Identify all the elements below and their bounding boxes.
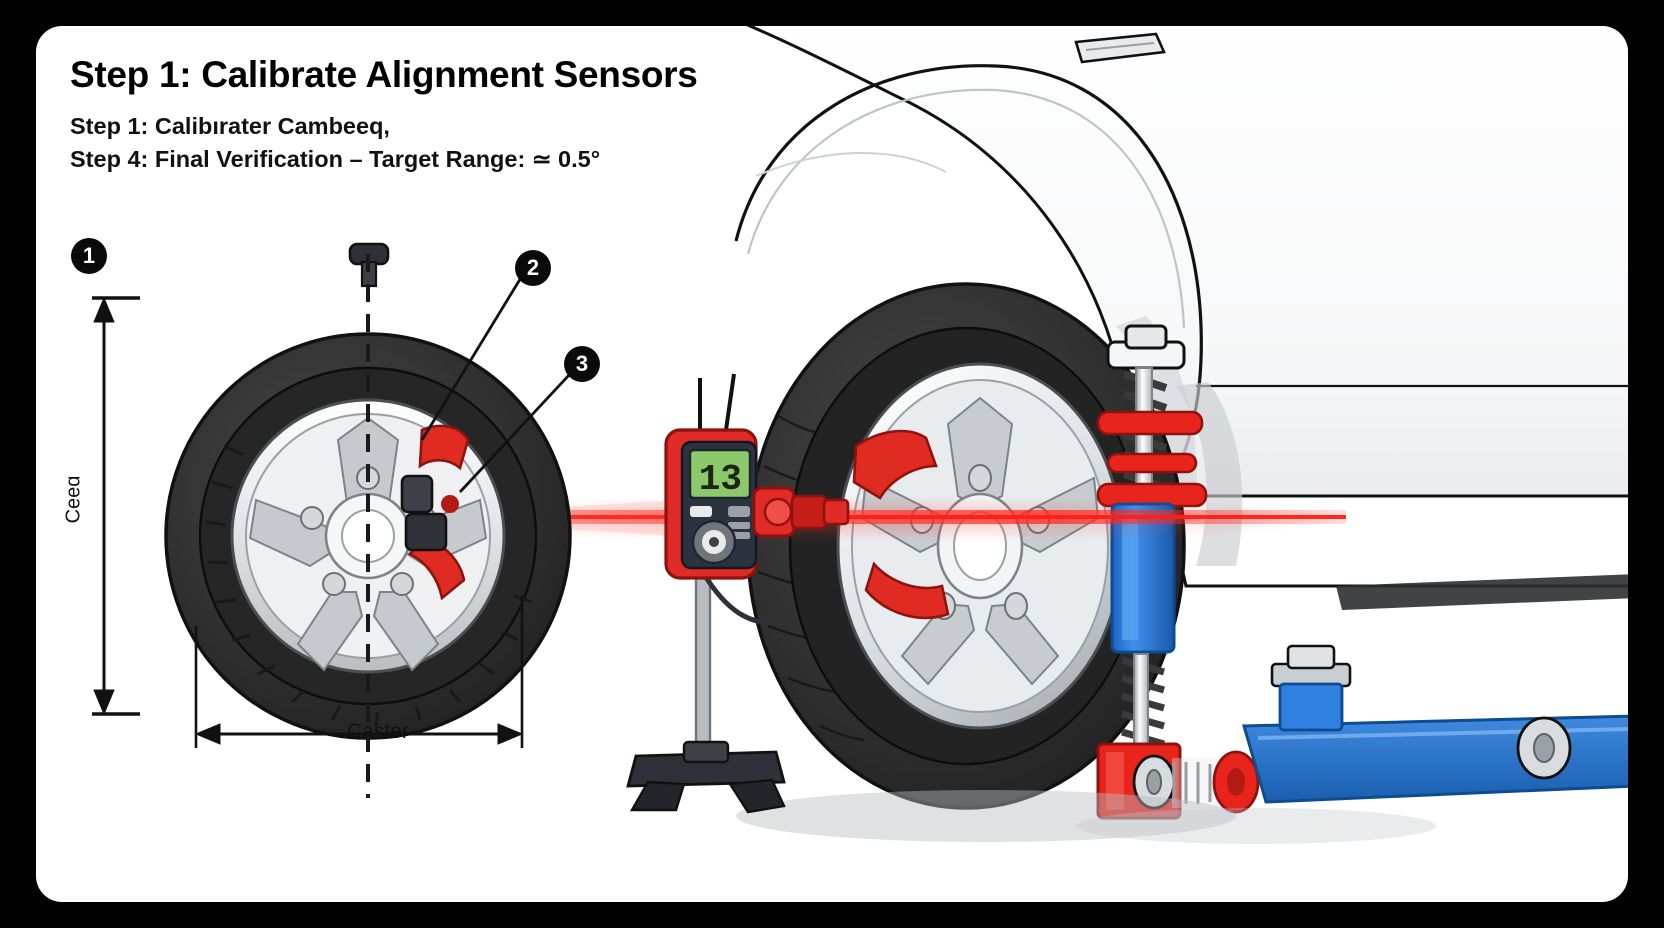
diagram-hub-target [400,474,448,552]
strut-collars [1096,410,1208,508]
dimension-annotations [92,296,524,748]
illustration-card: 13 [36,26,1628,902]
vehicle-wheel [746,282,1186,810]
alignment-rack [1242,574,1628,804]
caster-dimension-label: Caster [347,720,409,743]
callout-badge-3: 3 [564,346,600,382]
brake-caliper [852,429,950,620]
page-title: Step 1: Calibrate Alignment Sensors [70,54,698,95]
suspension-strut-assembly [1096,324,1260,820]
adjustment-bolt [1132,750,1260,814]
gauge-tripod [626,572,786,814]
subtitle-block: Step 1: Calibırater Cambeeq, Step 4: Fin… [70,110,600,176]
alignment-illustration-artwork: 13 [92,26,1628,844]
diagram-brake-caliper [407,424,470,601]
callout-badge-1: 1 [71,238,107,274]
callout-leader-lines [420,275,572,493]
door-handle [1074,32,1166,64]
camber-caster-diagram [164,242,572,798]
gauge-lcd-screen [688,448,752,500]
strut-top-nut [1106,324,1186,370]
gauge-reading-text: 13 [699,459,742,500]
alignment-gauge-device: 13 [626,373,850,814]
gauge-emitter-head [752,486,850,538]
callout-badge-2: 2 [515,250,551,286]
camber-dimension-label: Ceeɑ [62,475,85,524]
subtitle-line-1: Step 1: Calibırater Cambeeq, [70,113,390,139]
subtitle-line-2: Step 4: Final Verification – Target Rang… [70,146,601,172]
